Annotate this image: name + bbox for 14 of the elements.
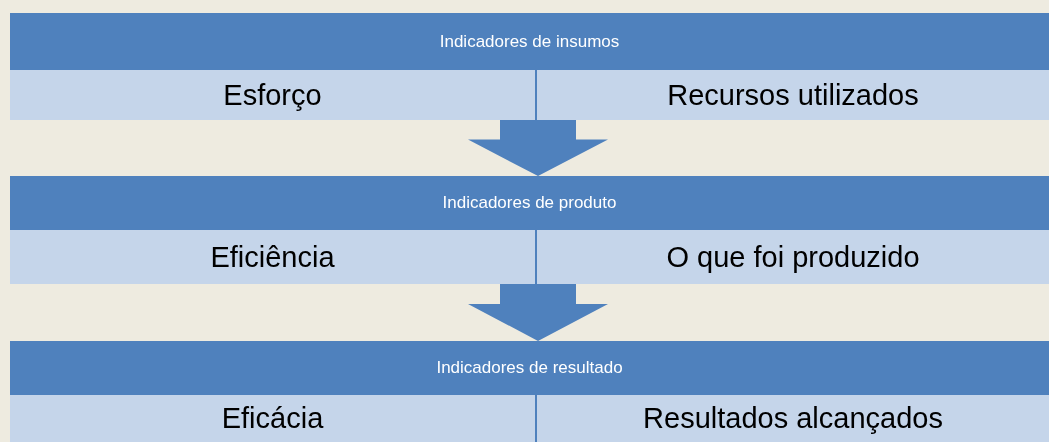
- indicator-cell: Eficiência: [10, 230, 535, 284]
- indicator-cell: Resultados alcançados: [537, 395, 1049, 442]
- tier-panel: [10, 13, 1049, 120]
- block-arrow: [468, 120, 608, 176]
- indicator-cell: Esforço: [10, 70, 535, 120]
- indicator-cell: Eficácia: [10, 395, 535, 442]
- indicator-cell: O que foi produzido: [537, 230, 1049, 284]
- block-arrow: [468, 284, 608, 341]
- tier-panel: [10, 176, 1049, 284]
- tier-heading: Indicadores de insumos: [438, 30, 621, 53]
- tier-heading: Indicadores de resultado: [435, 357, 624, 379]
- tier-panel: [10, 341, 1049, 442]
- indicator-cell: Recursos utilizados: [537, 70, 1049, 120]
- tier-heading: Indicadores de produto: [441, 192, 618, 214]
